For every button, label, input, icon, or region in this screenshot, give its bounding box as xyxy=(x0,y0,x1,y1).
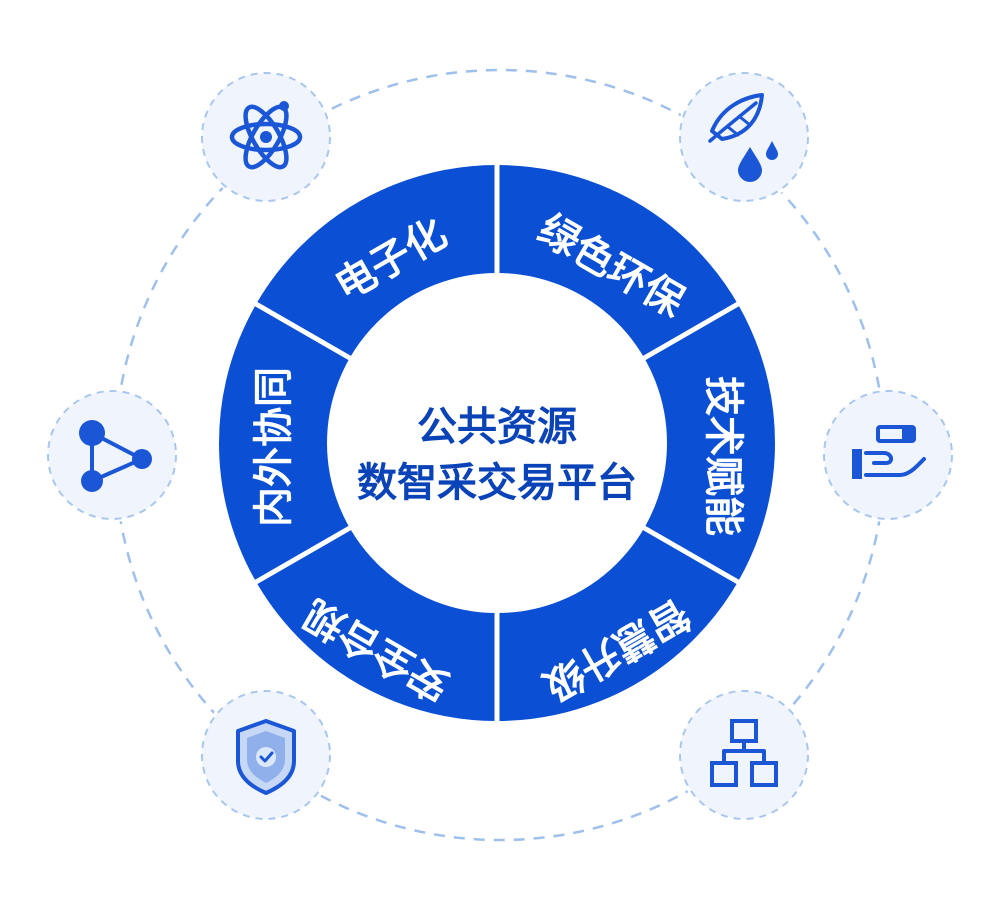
center-title-line1: 公共资源 xyxy=(417,404,577,450)
leaf-water-icon xyxy=(708,93,778,182)
segment-label-technology: 技术赋能 xyxy=(700,376,746,536)
center-disc xyxy=(331,277,663,609)
network-hierarchy-icon xyxy=(710,719,778,787)
center-title-line2: 数智采交易平台 xyxy=(357,460,637,506)
shield-check-icon xyxy=(236,719,296,795)
atom-node xyxy=(199,70,333,204)
separator-bottom-left xyxy=(254,522,357,585)
leaf-water-node xyxy=(677,70,811,204)
separator-top-left xyxy=(254,301,357,364)
hand-card-icon xyxy=(852,425,926,479)
network-node xyxy=(677,688,811,822)
segment-separators xyxy=(254,165,740,721)
share-triangle-icon xyxy=(79,420,152,492)
separator-top-right xyxy=(637,301,740,364)
atom-icon xyxy=(229,101,303,170)
shield-node xyxy=(199,688,333,822)
separator-bottom-right xyxy=(637,522,740,585)
hand-card-node xyxy=(821,388,955,522)
segment-label-collaboration: 内外协同 xyxy=(251,367,297,527)
share-node xyxy=(45,388,179,522)
